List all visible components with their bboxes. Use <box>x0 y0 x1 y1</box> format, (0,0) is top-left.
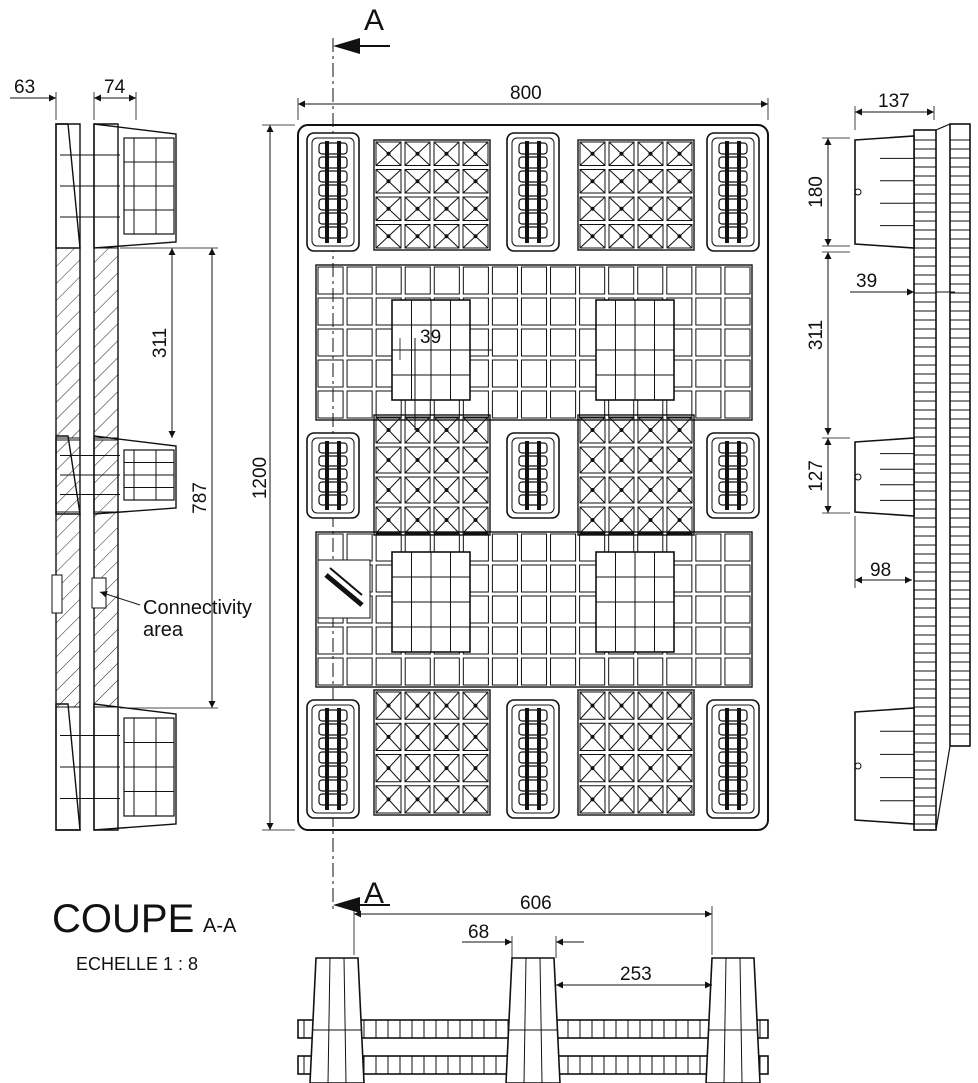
bottom-feet <box>309 957 761 1083</box>
connectivity-plate <box>317 559 371 619</box>
connectivity-label-line1: Connectivity <box>143 597 252 619</box>
right-dimensions: 137 180 39 311 127 98 <box>806 91 955 588</box>
dim-bottom-foot: 68 <box>468 922 489 943</box>
dim-top-width: 800 <box>510 83 542 104</box>
dim-right-mid-block: 127 <box>806 460 827 492</box>
right-deck <box>913 123 971 831</box>
section-marker-bottom: A <box>364 877 384 910</box>
plan-blocks <box>306 132 760 819</box>
plan-grid <box>315 139 753 816</box>
dim-right-foot: 98 <box>870 560 891 581</box>
dim-right-inner: 39 <box>856 271 877 292</box>
dim-left-span: 787 <box>190 482 211 514</box>
bottom-end-view <box>297 957 769 1083</box>
dim-bottom-span: 606 <box>520 893 552 914</box>
dim-left-block: 74 <box>104 77 126 98</box>
left-dimensions: 63 74 311 787 Connectivity area <box>10 77 252 709</box>
plan-dimensions: 800 1200 39 <box>250 83 769 831</box>
left-section-view <box>51 123 177 831</box>
plan-view <box>297 124 769 831</box>
section-scale: ECHELLE 1 : 8 <box>76 954 198 974</box>
right-blocks <box>854 135 915 825</box>
connectivity-label-line2: area <box>143 619 184 641</box>
bottom-dimensions: 606 68 253 <box>353 893 713 989</box>
dim-left-offset: 63 <box>14 77 35 98</box>
section-marker-top: A <box>364 4 384 37</box>
section-title-main: COUPE <box>52 897 194 941</box>
dim-right-gap: 311 <box>806 320 827 350</box>
dim-right-top-block: 180 <box>806 176 827 208</box>
section-title: COUPE A-A ECHELLE 1 : 8 <box>52 897 237 974</box>
dim-height: 1200 <box>250 457 271 499</box>
dim-bottom-gap: 253 <box>620 964 652 985</box>
section-title-suffix: A-A <box>203 915 237 937</box>
dim-plan-inner: 39 <box>420 327 441 348</box>
dim-left-gap: 311 <box>150 328 171 358</box>
right-side-view <box>854 123 971 831</box>
dim-right-width: 137 <box>878 91 910 112</box>
